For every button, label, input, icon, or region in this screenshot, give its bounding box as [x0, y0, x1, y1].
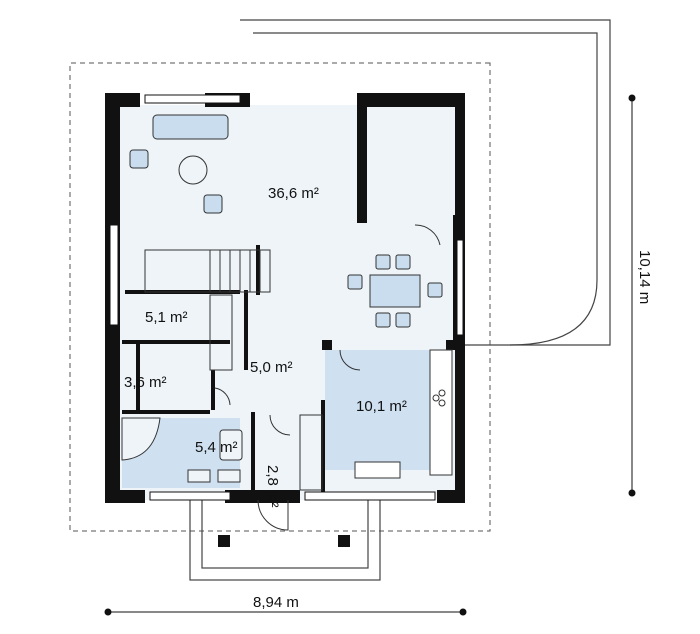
- terrace-outline: [240, 19, 611, 346]
- room-area-kitchen: 10,1 m²: [356, 398, 407, 415]
- kitchen-floor: [325, 350, 430, 470]
- staircase: [144, 249, 271, 293]
- kitchen-counter: [354, 349, 453, 479]
- armchair: [129, 149, 149, 169]
- porch-inner: [201, 497, 369, 569]
- windows: [109, 94, 464, 501]
- sofa: [152, 114, 229, 140]
- coffee-table: [178, 155, 208, 185]
- roof-outline: [69, 62, 491, 532]
- bath-toilet: [219, 429, 243, 461]
- room-area-pantry: 5,1 m²: [145, 309, 188, 326]
- armchair-2: [203, 194, 223, 214]
- doors: [214, 224, 441, 531]
- dimension-lines: [104, 94, 636, 616]
- wardrobes: [209, 294, 323, 491]
- shower: [121, 417, 161, 461]
- room-area-living: 36,6 m²: [268, 185, 319, 202]
- room-area-hall: 5,0 m²: [250, 359, 293, 376]
- porch-columns: [218, 95, 462, 547]
- dimension-width: 8,94 m: [253, 594, 299, 611]
- room-area-utility: 3,6 m²: [124, 374, 167, 391]
- dining-table: [369, 274, 421, 308]
- furniture: [121, 114, 443, 483]
- terrace-curve: [253, 32, 598, 346]
- room-area-bathroom: 5,4 m²: [195, 439, 238, 456]
- bath-sink: [217, 469, 241, 483]
- dimension-depth: 10,14 m: [636, 250, 653, 304]
- room-area-vestibule: 2,8 m²: [264, 465, 281, 508]
